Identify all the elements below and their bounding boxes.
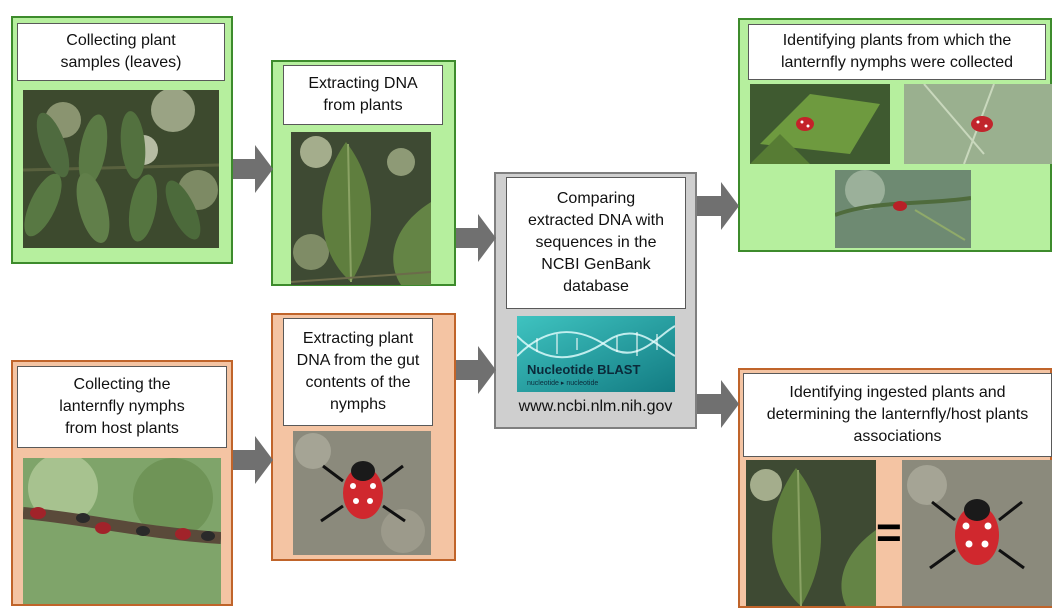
leaf-result-photo [746, 460, 876, 606]
identify-ingested-box: Identifying ingested plants and determin… [738, 368, 1052, 608]
arrow-compare-to-identify-ingested [697, 380, 739, 428]
blast-logo-title: Nucleotide BLAST [527, 362, 641, 377]
compare-box: Comparing extracted DNA with sequences i… [494, 172, 697, 429]
compare-label: Comparing extracted DNA with sequences i… [506, 177, 686, 309]
blast-logo-subtitle: nucleotide ▸ nucleotide [527, 380, 599, 387]
arrow-extract-to-compare [456, 214, 496, 262]
extract-plant-dna-box: Extracting DNA from plants [271, 60, 456, 286]
nymph-on-stem-photo [835, 170, 971, 248]
nymph-on-leaf-photo-2 [904, 84, 1052, 164]
nucleotide-blast-logo: Nucleotide BLAST nucleotide ▸ nucleotide [517, 316, 675, 392]
leaf-photo [291, 132, 431, 285]
collect-plants-label: Collecting plant samples (leaves) [17, 23, 225, 81]
collect-plants-box: Collecting plant samples (leaves) [11, 16, 233, 264]
arrow-collect-to-extract [233, 145, 273, 193]
extract-gut-dna-box: Extracting plant DNA from the gut conten… [271, 313, 456, 561]
collect-nymphs-label: Collecting the lanternfly nymphs from ho… [17, 366, 227, 448]
identify-plants-label: Identifying plants from which the lanter… [748, 24, 1046, 80]
leaves-photo [23, 90, 219, 248]
equals-sign: = [876, 508, 902, 557]
nymph-on-leaf-photo-1 [750, 84, 890, 164]
arrow-nymphs-to-gut-extract [233, 436, 273, 484]
nymph-result-photo [902, 460, 1052, 606]
nymphs-on-branch-photo [23, 458, 221, 604]
arrow-compare-to-identify-plants [697, 182, 739, 230]
identify-plants-box: Identifying plants from which the lanter… [738, 18, 1052, 252]
extract-gut-dna-label: Extracting plant DNA from the gut conten… [283, 318, 433, 426]
collect-nymphs-box: Collecting the lanternfly nymphs from ho… [11, 360, 233, 606]
arrow-gut-extract-to-compare [456, 346, 496, 394]
ncbi-url: www.ncbi.nlm.nih.gov [518, 398, 673, 415]
nymph-closeup-photo [293, 431, 431, 555]
extract-plant-dna-label: Extracting DNA from plants [283, 65, 443, 125]
identify-ingested-label: Identifying ingested plants and determin… [743, 373, 1052, 457]
